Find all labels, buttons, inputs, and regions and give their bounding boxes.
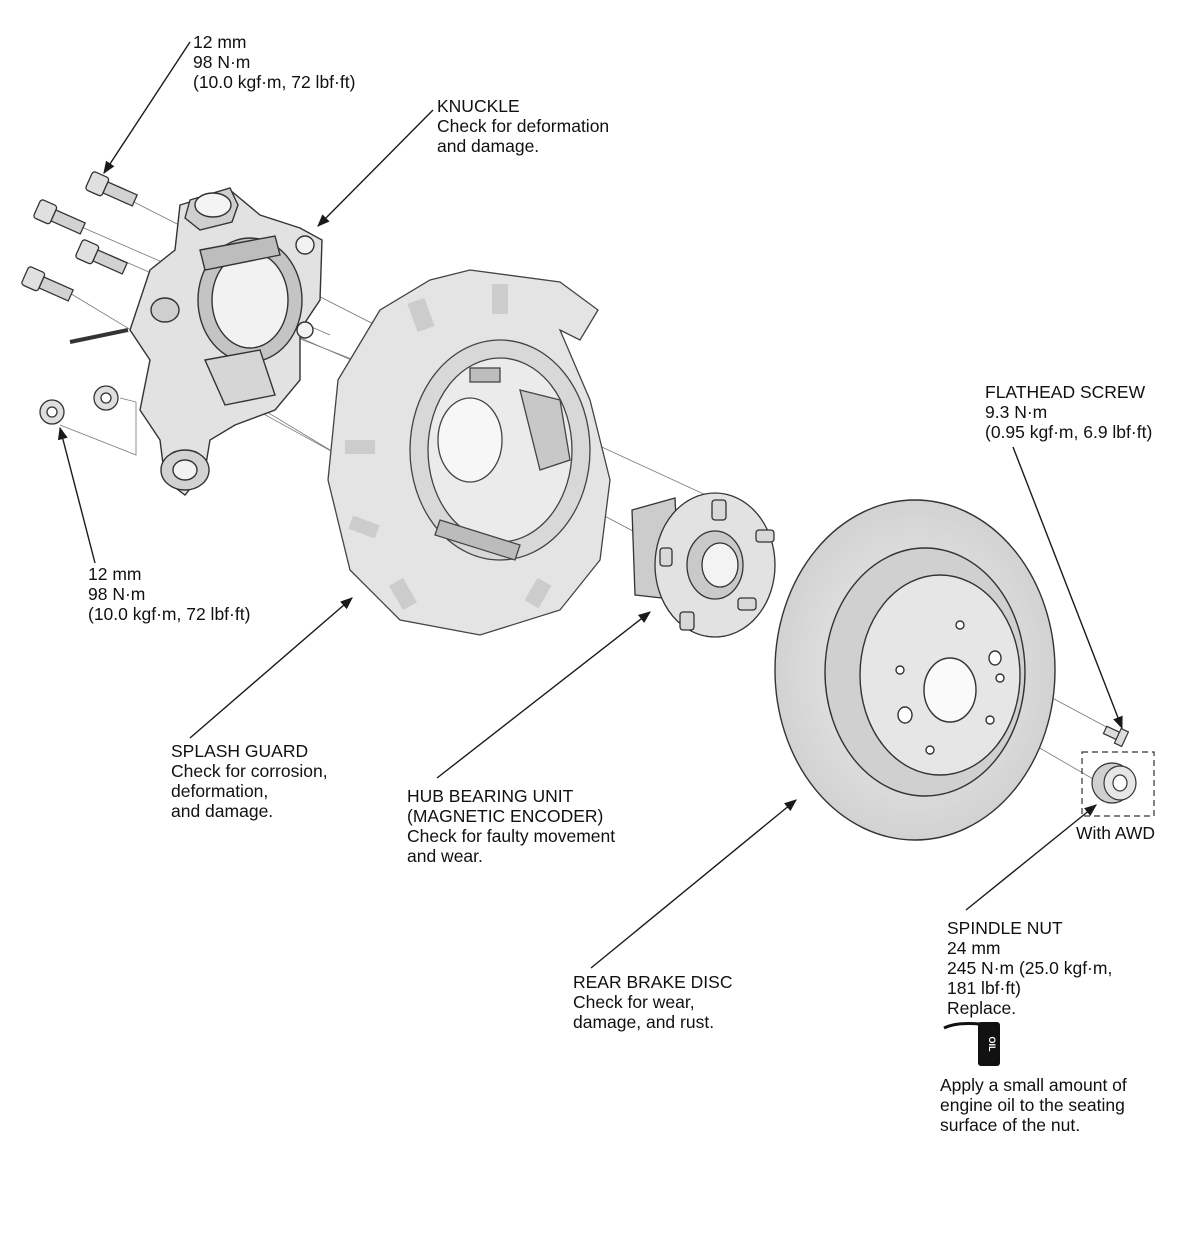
knuckle-nuts [39,385,119,425]
hub-bearing-unit [631,492,776,638]
oil-note: Apply a small amount of engine oil to th… [940,1075,1127,1135]
rear-brake-disc [774,499,1056,841]
knuckle-bolts [21,171,139,302]
spindle-nut-label: SPINDLE NUT 24 mm 245 N·m (25.0 kgf·m, 1… [947,918,1113,1018]
leader-lines [57,41,1123,969]
oil-can-icon: OIL [943,1022,1000,1066]
splash-guard-label: SPLASH GUARD Check for corrosion, deform… [171,741,328,821]
splash-guard [327,269,611,636]
rear-brake-disc-label: REAR BRAKE DISC Check for wear, damage, … [573,972,733,1032]
hub-bearing-label: HUB BEARING UNIT (MAGNETIC ENCODER) Chec… [407,786,616,866]
knuckle-label: KNUCKLE Check for deformation and damage… [437,96,610,156]
nut-lower-spec: 12 mm 98 N·m (10.0 kgf·m, 72 lbf·ft) [88,564,251,624]
bolt-upper-spec: 12 mm 98 N·m (10.0 kgf·m, 72 lbf·ft) [193,32,356,92]
knuckle [69,187,323,496]
flathead-screw-label: FLATHEAD SCREW 9.3 N·m (0.95 kgf·m, 6.9 … [985,382,1153,442]
oil-can-text: OIL [987,1037,997,1053]
with-awd-label: With AWD [1076,823,1156,843]
spindle-nut [1081,751,1155,817]
flathead-screw [1102,725,1130,748]
